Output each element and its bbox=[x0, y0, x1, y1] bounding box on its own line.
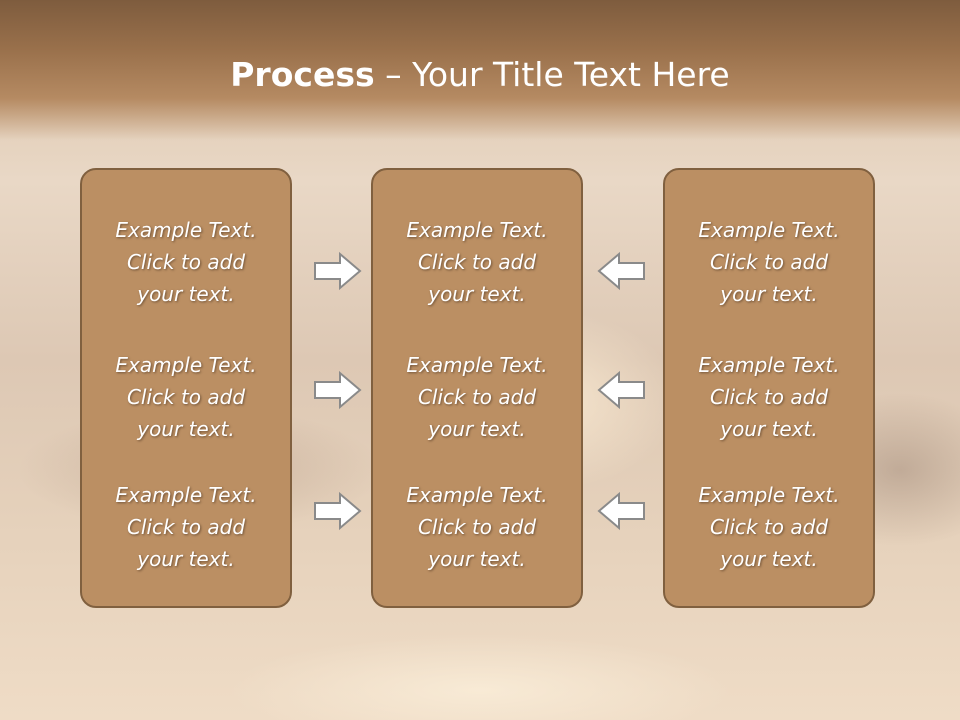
text-block[interactable]: Example Text. Click to add your text. bbox=[665, 349, 873, 445]
text-line: Click to add bbox=[126, 515, 246, 539]
text-line: your text. bbox=[720, 417, 818, 441]
text-block[interactable]: Example Text. Click to add your text. bbox=[373, 214, 581, 310]
right-arrow-icon bbox=[313, 370, 363, 410]
text-line: Example Text. bbox=[406, 218, 548, 242]
text-block[interactable]: Example Text. Click to add your text. bbox=[373, 349, 581, 445]
text-line: Example Text. bbox=[115, 483, 257, 507]
text-line: your text. bbox=[137, 417, 235, 441]
title-rest: Your Title Text Here bbox=[412, 55, 730, 94]
text-line: Click to add bbox=[417, 515, 537, 539]
title-band bbox=[0, 0, 960, 140]
text-block[interactable]: Example Text. Click to add your text. bbox=[82, 479, 290, 575]
text-line: your text. bbox=[720, 282, 818, 306]
right-arrow-icon bbox=[313, 491, 363, 531]
text-line: your text. bbox=[428, 417, 526, 441]
text-line: Click to add bbox=[126, 250, 246, 274]
slide-title[interactable]: Process – Your Title Text Here bbox=[0, 52, 960, 98]
text-block[interactable]: Example Text. Click to add your text. bbox=[82, 214, 290, 310]
text-line: your text. bbox=[137, 547, 235, 571]
process-panel-right: Example Text. Click to add your text. Ex… bbox=[663, 168, 875, 608]
process-panel-middle: Example Text. Click to add your text. Ex… bbox=[371, 168, 583, 608]
text-block[interactable]: Example Text. Click to add your text. bbox=[665, 214, 873, 310]
text-line: your text. bbox=[428, 547, 526, 571]
text-line: Example Text. bbox=[698, 353, 840, 377]
left-arrow-icon bbox=[596, 251, 646, 291]
text-line: your text. bbox=[720, 547, 818, 571]
title-bold: Process bbox=[230, 55, 375, 94]
text-line: Click to add bbox=[126, 385, 246, 409]
text-block[interactable]: Example Text. Click to add your text. bbox=[82, 349, 290, 445]
text-line: your text. bbox=[428, 282, 526, 306]
text-line: Click to add bbox=[417, 385, 537, 409]
text-line: Click to add bbox=[417, 250, 537, 274]
text-block[interactable]: Example Text. Click to add your text. bbox=[373, 479, 581, 575]
text-line: Example Text. bbox=[406, 353, 548, 377]
text-line: Example Text. bbox=[115, 218, 257, 242]
title-dash: – bbox=[374, 55, 413, 94]
text-block[interactable]: Example Text. Click to add your text. bbox=[665, 479, 873, 575]
text-line: Example Text. bbox=[115, 353, 257, 377]
left-arrow-icon bbox=[596, 370, 646, 410]
text-line: Click to add bbox=[709, 385, 829, 409]
text-line: Click to add bbox=[709, 250, 829, 274]
right-arrow-icon bbox=[313, 251, 363, 291]
left-arrow-icon bbox=[596, 491, 646, 531]
text-line: Click to add bbox=[709, 515, 829, 539]
text-line: your text. bbox=[137, 282, 235, 306]
process-panel-left: Example Text. Click to add your text. Ex… bbox=[80, 168, 292, 608]
text-line: Example Text. bbox=[698, 483, 840, 507]
text-line: Example Text. bbox=[698, 218, 840, 242]
text-line: Example Text. bbox=[406, 483, 548, 507]
